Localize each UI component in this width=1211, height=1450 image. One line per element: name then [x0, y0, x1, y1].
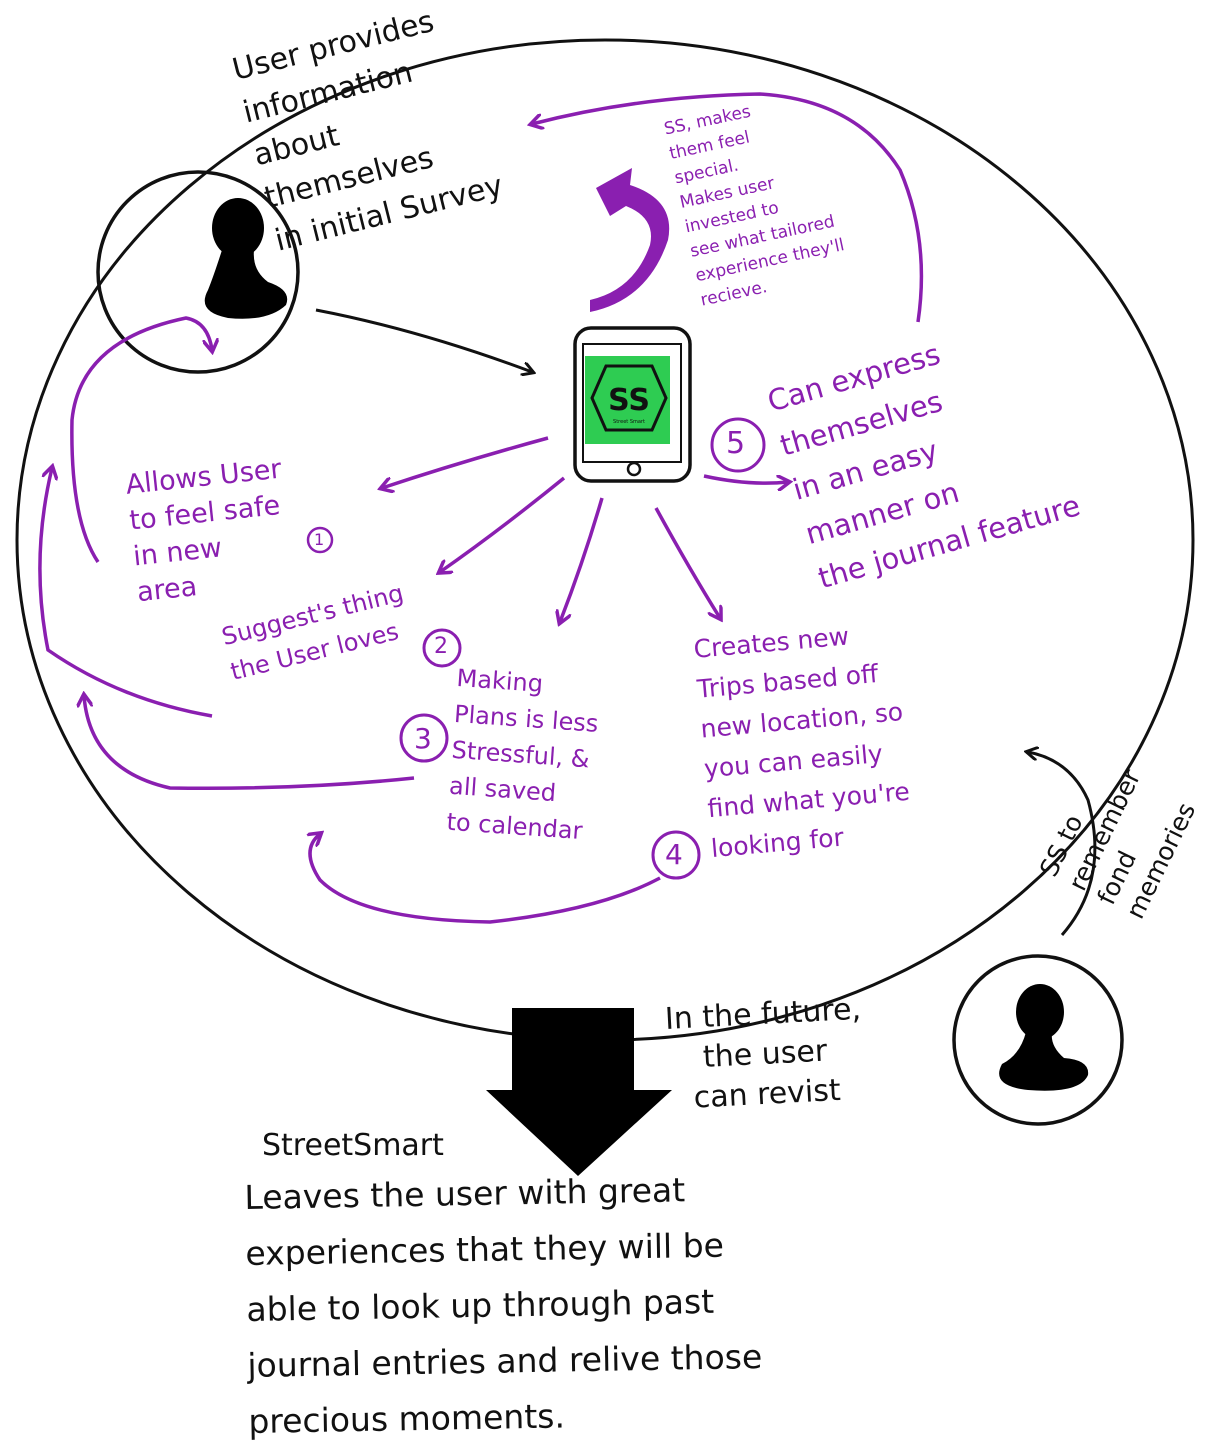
loop-plans-to-suggest: [84, 696, 415, 791]
ss-logo-text: SS: [608, 383, 650, 418]
arrow-to-safe: [382, 436, 549, 488]
arrow-to-express: [703, 476, 788, 483]
user-circle-future: [952, 954, 1124, 1126]
label-streetsmart: StreetSmart: [262, 1128, 444, 1163]
label-making-plans: Making Plans is less Stressful, & all sa…: [445, 663, 600, 846]
step-3-circle: [399, 713, 449, 763]
step-1-circle: [306, 526, 334, 554]
step-2-circle: [422, 628, 462, 668]
arrow-to-plans: [560, 497, 604, 622]
loop-safe-to-user: [70, 316, 212, 563]
loop-trips-to-plans: [310, 834, 661, 924]
loop-express-to-top: [532, 92, 924, 323]
user-circle: [96, 170, 300, 374]
step-5-circle: [710, 417, 766, 473]
label-creates-trips: Creates new Trips based off new location…: [692, 621, 911, 864]
arrow-to-trips: [654, 507, 720, 618]
big-down-arrow: [486, 1008, 672, 1176]
label-future: In the future, the user can revist: [664, 991, 862, 1116]
phone: [573, 326, 692, 483]
ss-logo-hexagon: [590, 364, 668, 432]
ss-logo-subtext: Street Smart: [613, 419, 645, 425]
step-5-label: 5: [726, 426, 746, 461]
step-2-label: 2: [434, 634, 448, 659]
label-allows-safe: Allows User to feel safe in new area: [124, 453, 283, 609]
arrow-survey-to-phone: [315, 308, 532, 372]
big-purple-arrow: [590, 168, 670, 312]
step-4-circle: [651, 830, 701, 880]
step-4-label: 4: [665, 838, 683, 871]
step-3-label: 3: [414, 722, 432, 755]
arrow-remember: [1028, 752, 1097, 936]
arrow-to-suggest: [440, 476, 566, 572]
user-avatar-future-icon: [999, 984, 1089, 1091]
step-1-label: 1: [314, 530, 325, 549]
user-avatar-icon: [204, 198, 288, 319]
label-leaves: Leaves the user with great experiences t…: [244, 1170, 763, 1441]
loop-suggest-to-safe: [38, 468, 213, 718]
